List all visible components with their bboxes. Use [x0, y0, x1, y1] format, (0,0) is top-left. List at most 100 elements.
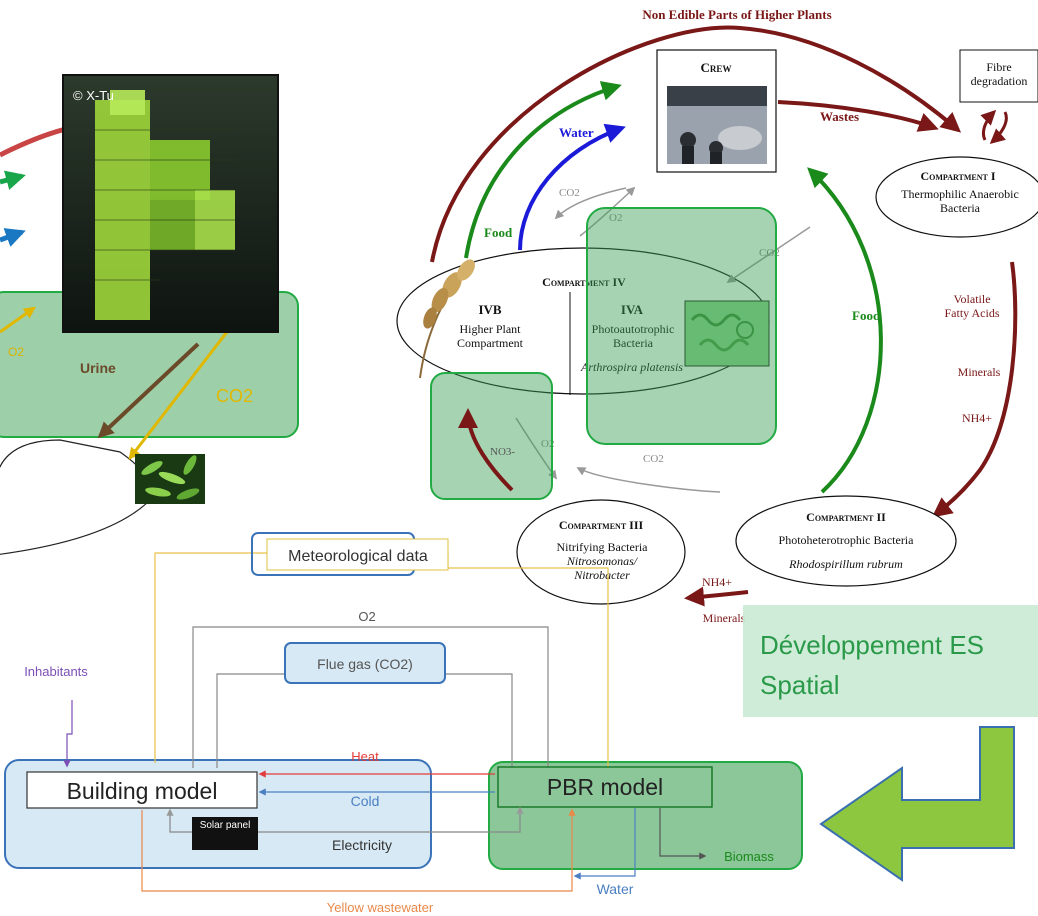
wastes-arrow — [777, 100, 939, 132]
compartment-3 — [516, 499, 686, 605]
iva-desc: Photoautotrophic Bacteria — [591, 322, 675, 350]
solar-label: Solar panel — [199, 820, 251, 831]
electricity-line — [258, 806, 524, 833]
pbr-model-label: PBR model — [547, 774, 663, 800]
left-o2-label: O2 — [8, 345, 24, 359]
co2-label-top: CO2 — [559, 187, 580, 199]
fibre-box — [959, 49, 1038, 103]
callout-line2: Spatial — [760, 670, 840, 700]
comp3-species: Nitrosomonas/ Nitrobacter — [566, 554, 638, 582]
inhabitants-label: Inhabitants — [24, 664, 88, 679]
food-left-arrow — [464, 81, 622, 259]
flue-gas-label: Flue gas (CO2) — [317, 656, 413, 672]
iva-label: IVA — [621, 302, 644, 317]
nh4-right-label: NH4+ — [962, 411, 992, 425]
o2-label-top: O2 — [609, 212, 622, 224]
water-model-label: Water — [597, 881, 634, 897]
o2-arrow-crew — [579, 186, 636, 237]
meteo-label: Meteorological data — [288, 548, 428, 565]
yellow-ww-label: Yellow wastewater — [327, 900, 434, 915]
comp4-title: Compartment IV — [542, 275, 626, 289]
co2-label-bottom: CO2 — [643, 453, 664, 465]
meteo-inner — [266, 538, 449, 571]
vfa-label: Volatile Fatty Acids — [944, 292, 1000, 320]
co2-label-mid: CO2 — [759, 247, 780, 259]
biomass-arrow — [659, 808, 707, 860]
left-green-arrow — [0, 170, 26, 190]
right-red-arc — [931, 261, 1018, 518]
iva-desc-wrap: Photoautotrophic Bacteria — [591, 322, 675, 350]
left-co2-label: CO2 — [216, 386, 253, 406]
fibre-arrow-down — [989, 111, 1008, 144]
non-edible-arc — [430, 25, 962, 263]
solar-text-wrap: Solar panel — [199, 820, 251, 831]
wheat-icon — [419, 259, 475, 379]
o2-line — [192, 626, 549, 768]
comp2-species: Rhodospirillum rubrum — [788, 557, 903, 571]
minerals-right-label: Minerals — [958, 365, 1001, 379]
ivb-label: IVB — [478, 302, 501, 317]
crew-title: Crew — [701, 60, 732, 75]
top-label: Non Edible Parts of Higher Plants — [642, 7, 831, 22]
co2-arrow-crew — [554, 187, 627, 220]
comp3-desc-wrap: Nitrifying Bacteria Nitrosomonas/ Nitrob… — [540, 540, 664, 582]
comp3-text: Nitrifying Bacteria Nitrosomonas/ Nitrob… — [540, 540, 664, 582]
building-model-box[interactable] — [26, 771, 258, 809]
wastes-label: Wastes — [820, 109, 859, 124]
comp1-desc: Thermophilic Anaerobic Bacteria — [901, 187, 1019, 215]
compartment-2 — [735, 495, 957, 587]
comp1-title: Compartment I — [920, 169, 995, 183]
callout-box — [743, 605, 1038, 717]
compartment-1 — [875, 156, 1038, 238]
overlay-box-no3 — [430, 372, 553, 500]
cold-label: Cold — [351, 793, 380, 809]
vfa-wrap: Volatile Fatty Acids — [944, 292, 1000, 320]
left-o2-arrow — [0, 306, 36, 334]
left-co2-arrow — [128, 327, 232, 460]
overlay-box-iva — [586, 207, 777, 445]
crew-image — [667, 86, 767, 164]
minerals-bottom-arrow — [684, 586, 749, 607]
comp1-desc-wrap: Thermophilic Anaerobic Bacteria — [901, 187, 1019, 215]
iva-species: Arthrospira platensis — [580, 360, 683, 374]
solar-panel-box — [192, 817, 258, 850]
melissa-loop: Non Edible Parts of Higher Plants Food W… — [396, 7, 1038, 625]
fibre-arrow-up — [980, 109, 997, 141]
no3-label: NO3- — [490, 446, 515, 458]
water-model-arrow — [573, 808, 636, 880]
o2-model-label: O2 — [358, 609, 375, 624]
solar-to-building — [166, 808, 192, 833]
ivb-desc-wrap: Higher Plant Compartment — [457, 322, 523, 350]
building-model-label: Building model — [67, 778, 218, 804]
co2-arrow-comp1 — [726, 226, 811, 284]
electricity-label: Electricity — [332, 837, 392, 853]
food-left-label: Food — [484, 225, 513, 240]
left-blue-arrow — [0, 228, 26, 247]
comp3-title: Compartment III — [559, 518, 644, 532]
model-schematic: Meteorological data O2 Flue gas (CO2) In… — [4, 532, 803, 915]
pbr-model-box[interactable] — [497, 766, 713, 808]
fibre-text: Fibre degradation — [970, 60, 1028, 88]
comp2-title: Compartment II — [806, 510, 886, 524]
left-red-arc — [0, 125, 71, 158]
comp3-desc: Nitrifying Bacteria — [556, 540, 648, 554]
food-right-arrow — [807, 167, 883, 494]
bacteria-image — [135, 454, 205, 504]
inhabitants-arrow — [63, 700, 73, 768]
pbr-panel — [488, 761, 803, 870]
water-arrow — [518, 123, 626, 251]
food-right-label: Food — [852, 308, 881, 323]
ivb-desc: Higher Plant Compartment — [457, 322, 523, 350]
biomass-label: Biomass — [724, 849, 774, 864]
building-photo: © X-Tu — [62, 74, 279, 333]
minerals-bottom-label: Minerals — [703, 611, 746, 625]
left-urine-arrow — [97, 342, 200, 439]
water-label: Water — [559, 125, 594, 140]
callout-line1: Développement ES — [760, 630, 984, 660]
flue-gas-box — [284, 642, 446, 684]
heat-label: Heat — [351, 749, 379, 764]
co2-arrow-bottom — [576, 467, 721, 493]
photo-credit: © X-Tu — [73, 88, 114, 103]
fibre-text-wrap: Fibre degradation — [970, 60, 1028, 88]
